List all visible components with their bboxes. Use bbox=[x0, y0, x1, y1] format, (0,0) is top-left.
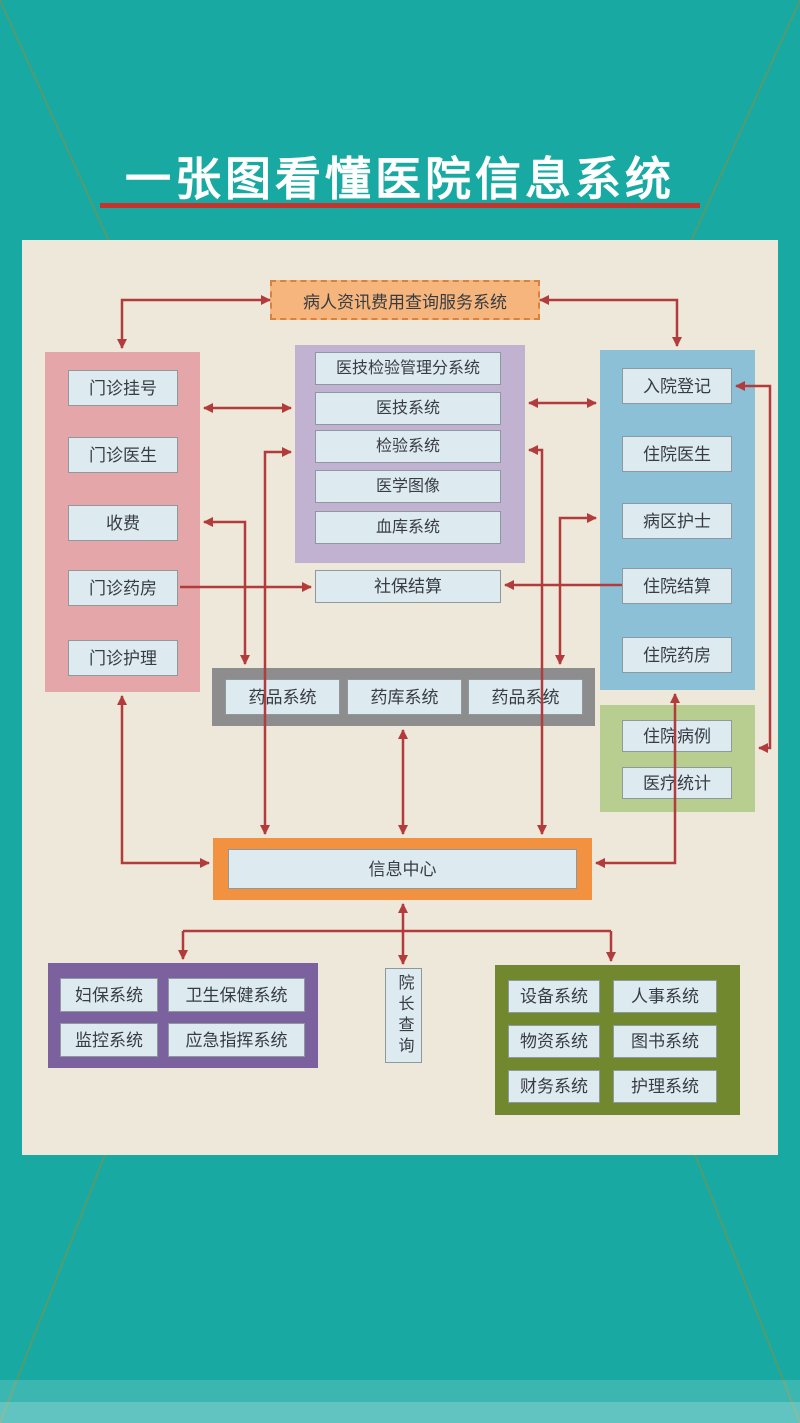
box-hr-system: 人事系统 bbox=[613, 980, 717, 1013]
box-ward-nurse: 病区护士 bbox=[622, 503, 732, 539]
box-inpatient-pharmacy: 住院药房 bbox=[622, 637, 732, 673]
box-outpatient-doctor: 门诊医生 bbox=[68, 437, 178, 473]
box-maternal-care-system: 妇保系统 bbox=[60, 978, 158, 1012]
box-library-system: 图书系统 bbox=[613, 1025, 717, 1058]
box-inpatient-billing: 住院结算 bbox=[622, 568, 732, 604]
diagonal-line-bottom-right bbox=[693, 1151, 800, 1423]
diagonal-line-top-right bbox=[687, 0, 800, 249]
box-drug-system-left: 药品系统 bbox=[225, 679, 340, 715]
box-inpatient-doctor: 住院医生 bbox=[622, 436, 732, 472]
box-finance-system: 财务系统 bbox=[508, 1070, 600, 1103]
box-outpatient-nursing: 门诊护理 bbox=[68, 640, 178, 676]
bottom-band-light bbox=[0, 1380, 800, 1402]
box-social-insurance-settlement: 社保结算 bbox=[315, 570, 501, 603]
box-director-query: 院长查询 bbox=[385, 968, 422, 1063]
box-medtech-system: 医技系统 bbox=[315, 392, 501, 425]
box-health-care-system: 卫生保健系统 bbox=[168, 978, 305, 1012]
bottom-band-lighter bbox=[0, 1402, 800, 1423]
box-drug-storehouse: 药库系统 bbox=[347, 679, 462, 715]
box-outpatient-pharmacy: 门诊药房 bbox=[68, 570, 178, 606]
box-lab-system: 检验系统 bbox=[315, 430, 501, 463]
box-blood-bank-system: 血库系统 bbox=[315, 511, 501, 544]
box-inpatient-records: 住院病例 bbox=[622, 720, 732, 752]
box-medical-imaging: 医学图像 bbox=[315, 470, 501, 503]
box-patient-fee-query-system: 病人资讯费用查询服务系统 bbox=[270, 280, 540, 320]
box-info-center: 信息中心 bbox=[228, 849, 577, 889]
box-fee-collection: 收费 bbox=[68, 505, 178, 541]
box-materials-system: 物资系统 bbox=[508, 1025, 600, 1058]
box-emergency-command-system: 应急指挥系统 bbox=[168, 1023, 305, 1057]
box-monitoring-system: 监控系统 bbox=[60, 1023, 158, 1057]
box-nursing-system: 护理系统 bbox=[613, 1070, 717, 1103]
box-outpatient-register: 门诊挂号 bbox=[68, 370, 178, 406]
box-medtech-exam-mgmt: 医技检验管理分系统 bbox=[315, 352, 501, 385]
diagonal-line-bottom-left bbox=[0, 1151, 107, 1423]
page-title: 一张图看懂医院信息系统 bbox=[125, 153, 675, 205]
box-admission-register: 入院登记 bbox=[622, 368, 732, 404]
box-equipment-system: 设备系统 bbox=[508, 980, 600, 1013]
box-drug-system-right: 药品系统 bbox=[468, 679, 583, 715]
box-medical-statistics: 医疗统计 bbox=[622, 767, 732, 799]
title-underline bbox=[100, 203, 700, 208]
diagonal-line-top-left bbox=[0, 0, 113, 249]
